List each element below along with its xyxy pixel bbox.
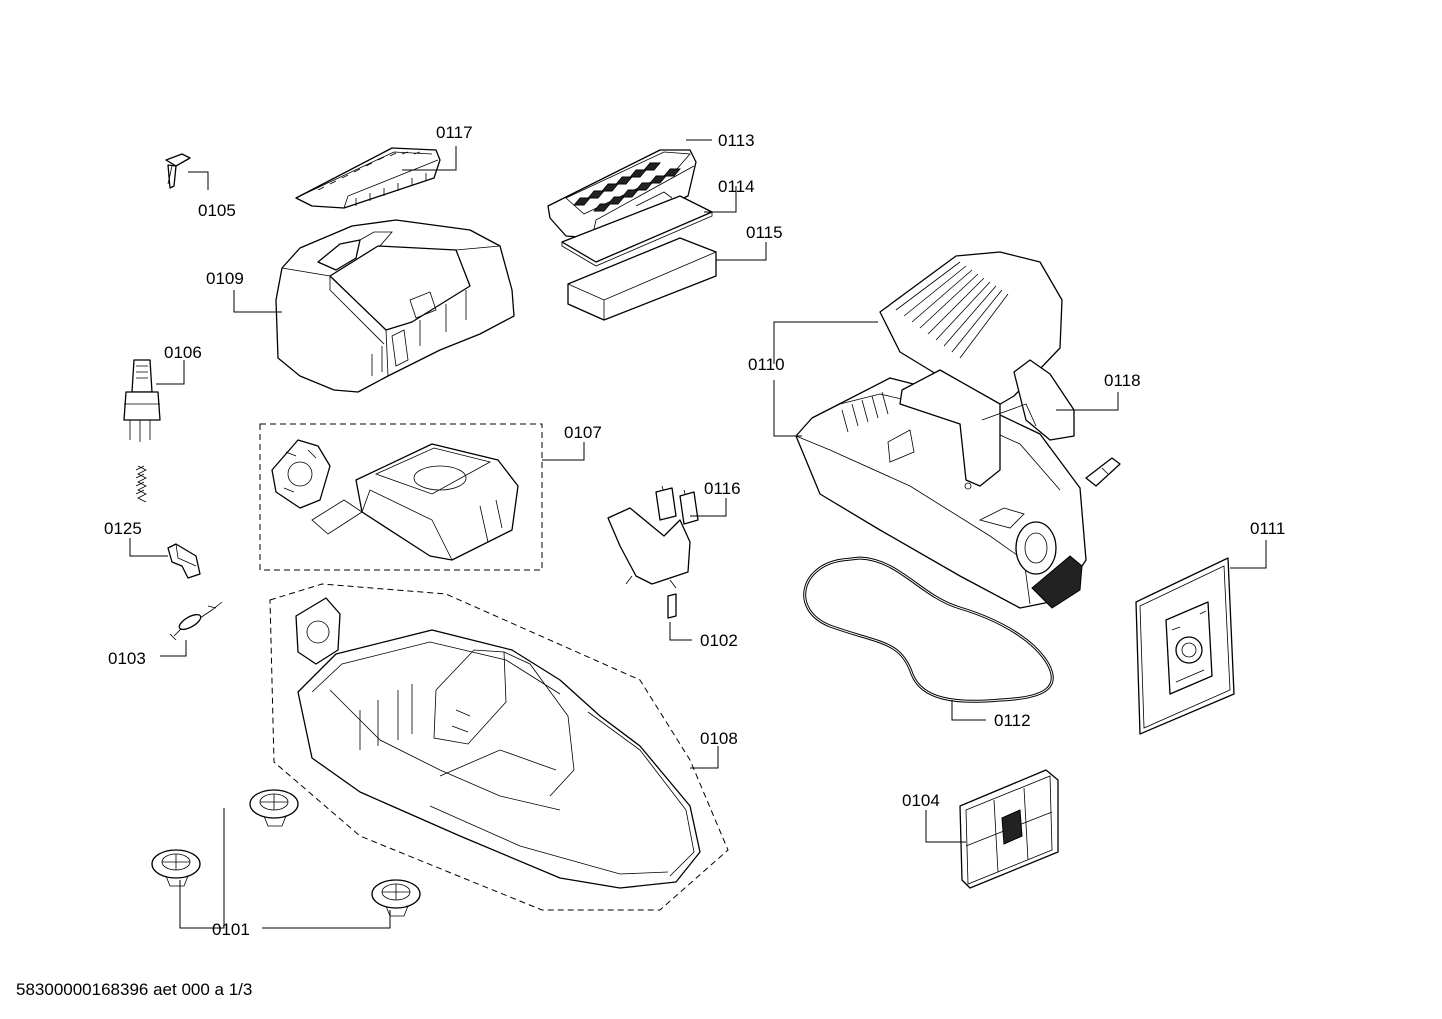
pad-icon — [667, 593, 677, 619]
leader-lines — [129, 139, 1267, 929]
part-label-0115: 0115 — [746, 223, 783, 242]
part-label-0103: 0103 — [108, 649, 146, 668]
dust-bag-icon — [1135, 557, 1235, 735]
thermal-fuse-icon — [169, 601, 223, 641]
seal-ring-icon — [803, 556, 1054, 703]
motor-mount-assembly-icon — [271, 439, 519, 561]
bag-frame-icon — [607, 485, 699, 589]
upper-housing-icon — [795, 251, 1087, 609]
part-label-0110: 0110 — [748, 355, 785, 374]
castor-wheel-icon — [249, 789, 299, 827]
base-housing-icon — [295, 597, 701, 889]
part-label-0104: 0104 — [902, 791, 940, 810]
castor-wheel-icon — [151, 849, 201, 887]
part-label-0101: 0101 — [212, 920, 250, 939]
motor-filter-icon — [959, 769, 1059, 889]
filter-pad-icon — [567, 237, 717, 321]
part-label-0125: 0125 — [104, 519, 142, 538]
castor-wheel-icon — [371, 879, 421, 917]
part-label-0102: 0102 — [700, 631, 738, 650]
latch-clip-icon — [165, 153, 191, 189]
part-label-0118: 0118 — [1104, 371, 1141, 390]
part-label-0106: 0106 — [164, 343, 202, 362]
document-code: 58300000168396 aet 000 a 1/3 — [16, 980, 253, 999]
part-label-0114: 0114 — [718, 177, 755, 196]
part-labels: 0117 0105 0109 0113 0114 0115 0110 0118 … — [104, 123, 1285, 939]
part-label-0107: 0107 — [564, 423, 602, 442]
cable-clip-icon — [167, 543, 201, 579]
assembly-boundary — [269, 583, 729, 911]
drawer-cover-icon — [295, 147, 441, 209]
bag-compartment-housing-icon — [275, 219, 515, 393]
part-label-0112: 0112 — [994, 711, 1031, 730]
part-label-0116: 0116 — [704, 479, 741, 498]
part-label-0117: 0117 — [436, 123, 473, 142]
part-label-0109: 0109 — [206, 269, 244, 288]
latch-icon — [1085, 457, 1121, 487]
part-label-0113: 0113 — [718, 131, 755, 150]
part-label-0111: 0111 — [1250, 519, 1285, 538]
assembly-boundary — [259, 423, 543, 571]
release-button-icon — [123, 359, 161, 442]
part-label-0105: 0105 — [198, 201, 236, 220]
exhaust-filter-cassette-icon — [547, 149, 697, 239]
part-label-0108: 0108 — [700, 729, 738, 748]
spring-icon — [135, 465, 147, 503]
